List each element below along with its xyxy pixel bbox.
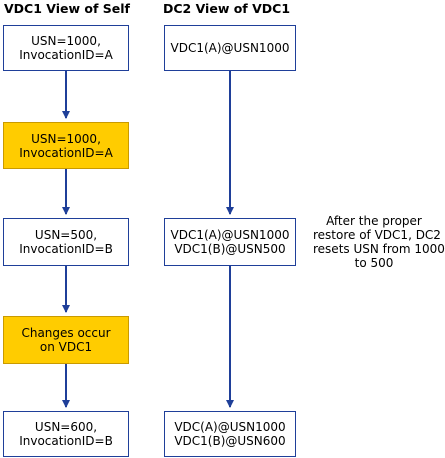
box-line: VDC1(B)@USN500 [174, 242, 286, 256]
right-box-2: VDC1(A)@USN1000 VDC1(B)@USN500 [164, 218, 296, 266]
box-line: VDC(A)@USN1000 [174, 420, 286, 434]
box-line: VDC1(A)@USN1000 [170, 228, 290, 242]
left-box-1: USN=1000, InvocationID=A [3, 25, 129, 71]
box-line: InvocationID=A [19, 145, 113, 160]
box-line: on VDC1 [39, 340, 93, 354]
left-box-5: USN=600, InvocationID=B [3, 411, 129, 457]
note-line: After the proper [326, 214, 422, 228]
box-line: Changes occur [21, 326, 111, 340]
left-box-4: Changes occur on VDC1 [3, 316, 129, 364]
note-line: resets USN from 1000 [313, 242, 445, 256]
box-line: USN=600, [34, 420, 98, 434]
box-line: VDC1(B)@USN600 [174, 434, 286, 448]
note-line: to 500 [354, 256, 394, 270]
left-column-title: VDC1 View of Self [4, 1, 130, 16]
box-line: USN=1000, [31, 34, 101, 48]
note-line: restore of VDC1, DC2 [313, 228, 441, 242]
box-line: InvocationID=A [19, 48, 113, 62]
box-line: VDC1(A)@USN1000 [170, 41, 290, 55]
right-box-3: VDC(A)@USN1000 VDC1(B)@USN600 [164, 411, 296, 457]
flow-arrows [62, 70, 234, 408]
right-box-1: VDC1(A)@USN1000 [164, 25, 296, 71]
box-line: USN=500, [34, 228, 98, 242]
box-line: InvocationID=B [19, 434, 113, 448]
left-box-3: USN=500, InvocationID=B [3, 218, 129, 266]
left-box-2: USN=1000, InvocationID=A [3, 122, 129, 169]
box-line: USN=1000, [31, 131, 101, 146]
box-line: InvocationID=B [19, 242, 113, 256]
right-column-title: DC2 View of VDC1 [163, 1, 291, 16]
restore-note: After the proper restore of VDC1, DC2 re… [313, 214, 445, 270]
